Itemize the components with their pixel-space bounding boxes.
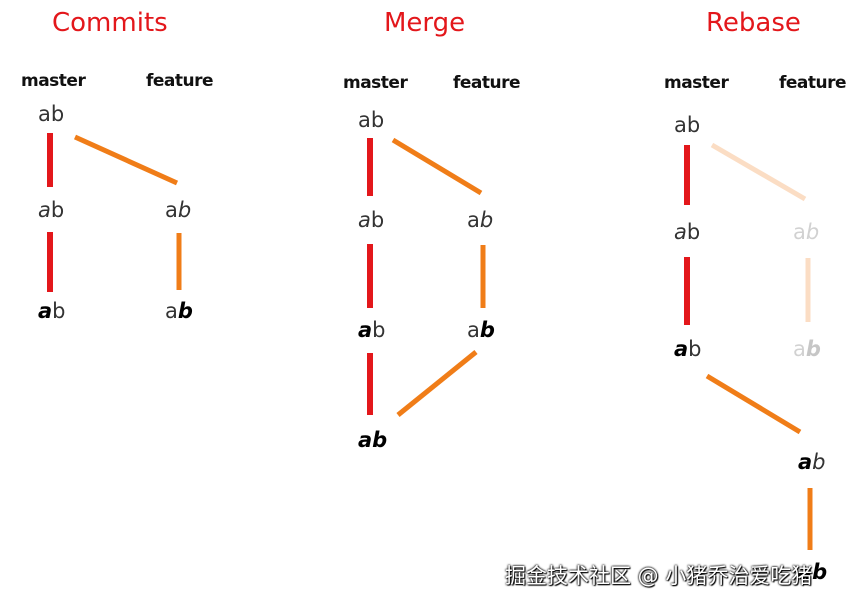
- merge-title: Merge: [384, 8, 466, 38]
- rebase-new-feature-node-1: ab: [798, 450, 826, 474]
- watermark: 掘金技术社区 @ 小猪乔治爱吃猪: [505, 564, 813, 588]
- commits-feature-node-1: ab: [165, 198, 192, 222]
- rebase-feature-label: feature: [779, 73, 847, 93]
- commits-feature-label: feature: [146, 71, 214, 91]
- merge-feature-node-1: ab: [467, 208, 494, 232]
- commits-master-label: master: [21, 71, 86, 91]
- merge-branch-edge: [391, 137, 483, 196]
- merge-master-label: master: [343, 73, 408, 93]
- commits-master-node-2: ab: [38, 198, 65, 222]
- rebase-old-feature-node-1: ab: [793, 220, 820, 244]
- rebase-master-node-3: ab: [674, 337, 702, 361]
- merge-join-edge: [396, 350, 478, 417]
- rebase-old-branch-edge: [710, 142, 807, 202]
- merge-master-node-2: ab: [358, 208, 385, 232]
- commits-branch-edge: [73, 134, 179, 186]
- rebase-new-branch-edge: [705, 373, 802, 435]
- rebase-old-feature-node-2: ab: [793, 337, 821, 361]
- merge-master-node-3: ab: [358, 318, 386, 342]
- rebase-master-label: master: [664, 73, 729, 93]
- merge-feature-label: feature: [453, 73, 521, 93]
- merge-feature-node-2: ab: [467, 318, 495, 342]
- commits-master-node-3: ab: [38, 299, 66, 323]
- rebase-new-feature-node-2: ab: [798, 560, 828, 584]
- rebase-master-node-2: ab: [674, 220, 701, 244]
- rebase-title: Rebase: [706, 8, 801, 38]
- merge-commit-node: ab: [358, 428, 388, 452]
- commits-feature-node-2: ab: [165, 299, 193, 323]
- merge-master-base-node: ab: [358, 108, 385, 132]
- rebase-master-base-node: ab: [674, 113, 701, 137]
- commits-master-base-node: ab: [38, 102, 65, 126]
- commits-title: Commits: [52, 8, 168, 38]
